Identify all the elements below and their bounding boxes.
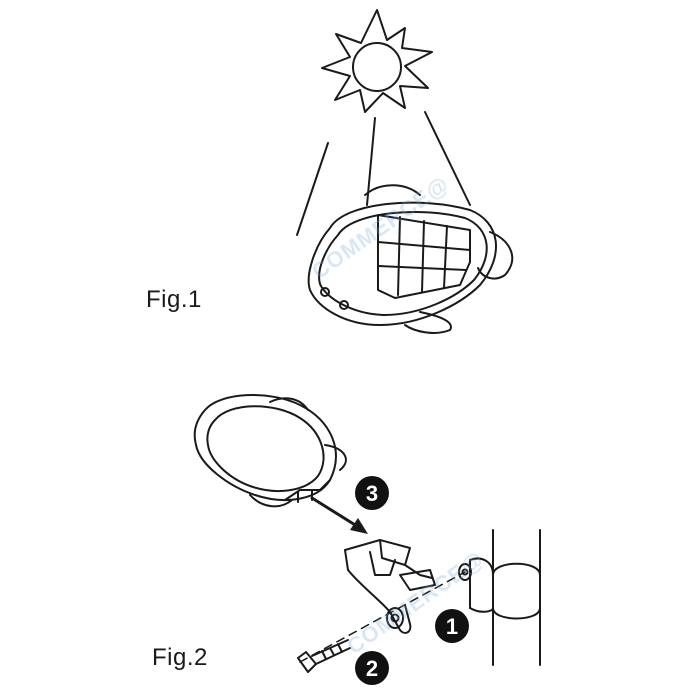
fig1-label: Fig.1 — [146, 286, 202, 313]
step-number-2: 2 — [366, 656, 378, 681]
bicycle-tube-clamp — [458, 529, 541, 666]
solar-light-device-fig1 — [307, 184, 514, 334]
bolt-icon — [297, 639, 351, 673]
step-badge-3: 3 — [355, 476, 389, 510]
mount-arrow — [310, 496, 368, 534]
step-badge-1: 1 — [435, 609, 469, 643]
alignment-dashed-line — [299, 571, 466, 663]
mounting-bracket — [344, 539, 436, 634]
step-number-1: 1 — [446, 614, 458, 639]
step-badge-2: 2 — [355, 651, 389, 685]
solar-light-device-fig2 — [193, 393, 347, 508]
sunlight-rays — [296, 111, 471, 236]
fig2-label: Fig.2 — [152, 644, 208, 671]
step-number-3: 3 — [366, 481, 378, 506]
sun-icon — [321, 9, 433, 113]
